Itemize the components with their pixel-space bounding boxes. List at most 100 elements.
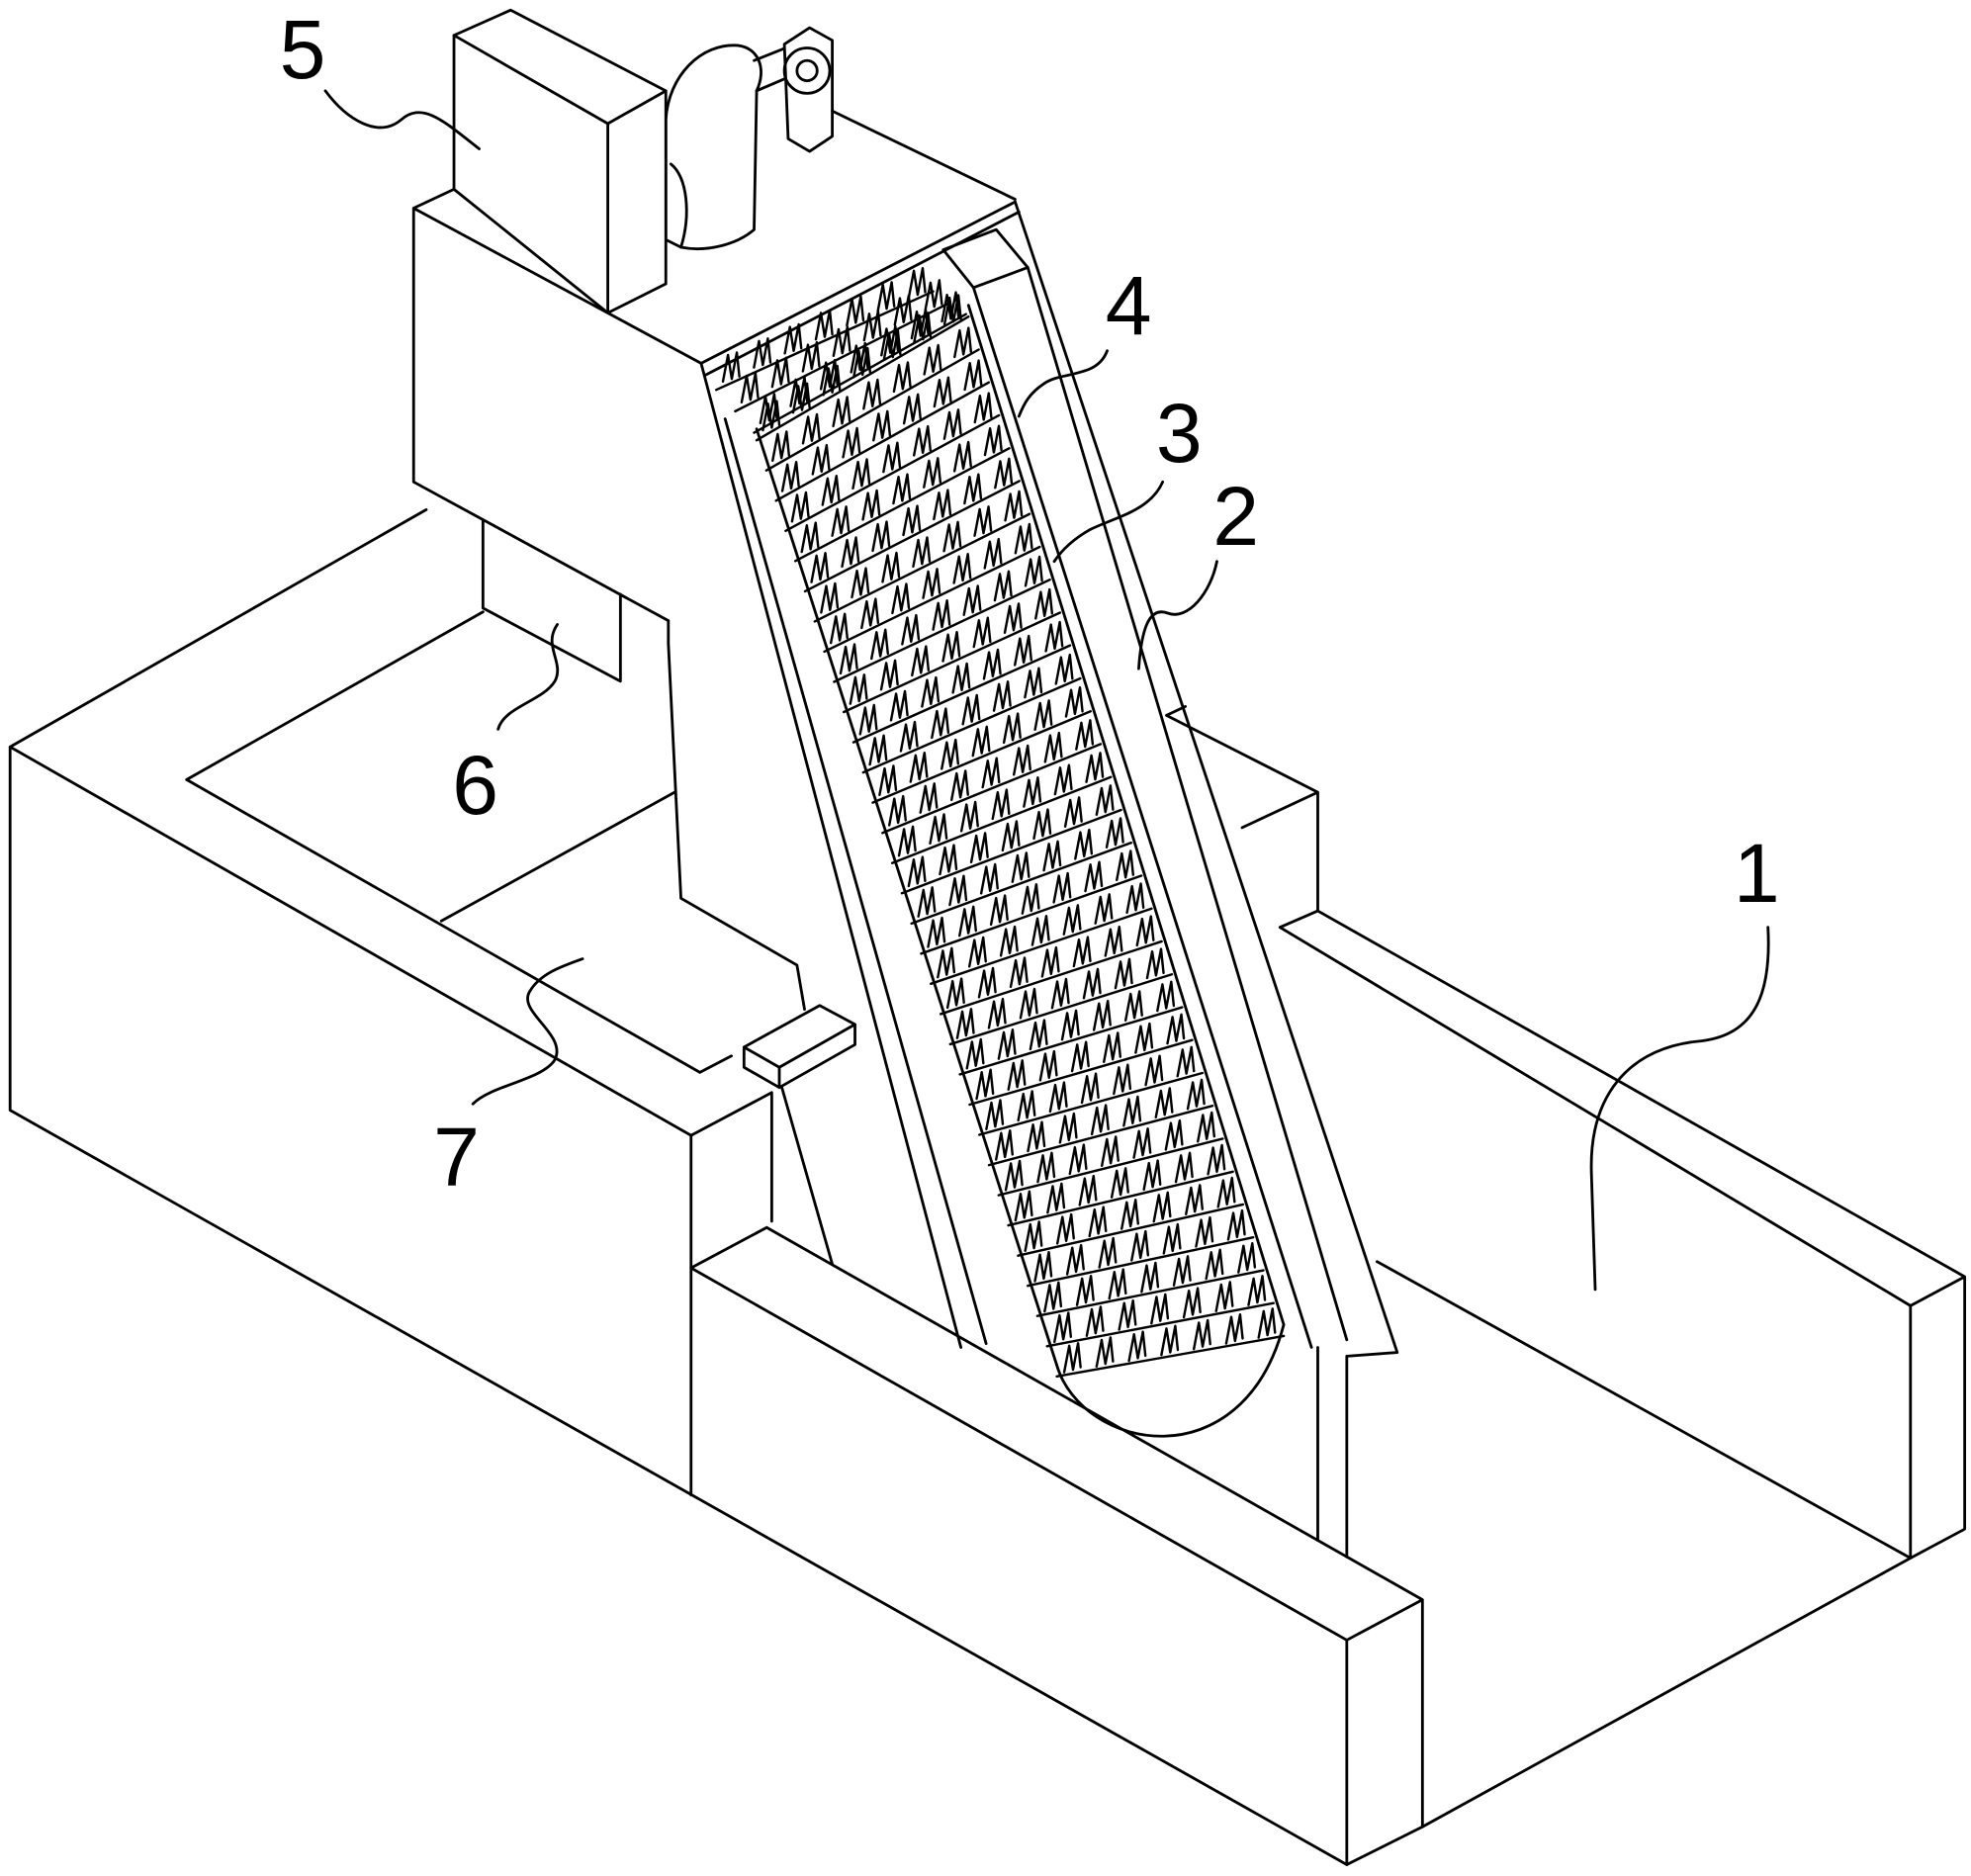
- rake-tooth: [921, 675, 941, 708]
- rake-tooth: [902, 393, 922, 425]
- rake-tooth: [1182, 1287, 1202, 1319]
- rake-row: [968, 1038, 1194, 1107]
- rake-tooth: [800, 521, 820, 554]
- rake-tooth: [790, 491, 810, 523]
- rake-tooth: [1090, 1104, 1110, 1136]
- left-base-block: [8, 507, 1349, 1866]
- rake-tooth: [939, 844, 958, 876]
- motor-box-body: [452, 8, 668, 314]
- rake-tooth: [1195, 1215, 1214, 1248]
- rake-tooth: [832, 325, 851, 357]
- rake-tooth: [1176, 1045, 1196, 1078]
- motor-box: [452, 8, 668, 314]
- rake-tooth: [770, 356, 790, 389]
- rake-tooth: [849, 673, 868, 705]
- rake-row: [871, 710, 1092, 804]
- rake-row: [910, 841, 1132, 926]
- rake-tooth: [999, 925, 1019, 957]
- rake-tooth: [971, 725, 991, 758]
- rake-row: [1027, 1236, 1255, 1288]
- rake-tooth: [965, 1037, 985, 1070]
- leader-line-4: [1017, 349, 1109, 418]
- rake-tooth: [1237, 1242, 1257, 1274]
- rake-tooth: [985, 1099, 1005, 1130]
- rake-tooth: [1132, 1127, 1152, 1159]
- rake-tooth: [1013, 634, 1032, 667]
- rake-tooth: [952, 552, 972, 584]
- rake-tooth: [1053, 763, 1073, 796]
- rake-tooth: [969, 832, 989, 864]
- rake-tooth: [1142, 1159, 1162, 1192]
- rake-tooth: [1186, 1078, 1206, 1111]
- rake-tooth: [1078, 1174, 1098, 1206]
- rake-tooth: [882, 329, 902, 361]
- rake-tooth: [1063, 796, 1083, 828]
- rake-tooth: [1068, 1143, 1088, 1176]
- rake-tooth: [989, 894, 1009, 927]
- rake-tooth: [977, 966, 997, 999]
- rake-tooth: [1257, 1307, 1277, 1339]
- rake-tooth: [907, 855, 927, 888]
- rake-tooth: [1113, 1063, 1132, 1096]
- rake-row: [1045, 1301, 1275, 1348]
- callout-label-3: 3: [1156, 387, 1203, 480]
- recess-rim: [185, 610, 733, 1074]
- rake-tooth: [1135, 915, 1155, 947]
- rake-tooth: [1024, 1220, 1043, 1252]
- rake-tooth: [919, 782, 939, 814]
- rake-tooth: [810, 552, 830, 583]
- bearing-housing: [782, 26, 834, 153]
- rake-tooth: [952, 440, 972, 473]
- rake-tooth: [1053, 1311, 1073, 1344]
- rake-tooth: [948, 874, 968, 907]
- callout-label-7: 7: [433, 1111, 480, 1204]
- rake-tooth: [861, 489, 881, 521]
- rake-tooth: [851, 567, 870, 599]
- rake-tooth: [819, 358, 839, 391]
- rake-tooth: [879, 659, 899, 691]
- rake-tooth: [941, 291, 960, 323]
- rake-tooth: [878, 764, 898, 797]
- rake-tooth: [1140, 1261, 1160, 1294]
- rake-tooth: [910, 308, 930, 340]
- rake-tooth: [1095, 784, 1115, 816]
- rake-tooth: [1224, 1312, 1244, 1345]
- rake-tooth: [1192, 1318, 1211, 1351]
- rake-tooth: [1030, 914, 1050, 946]
- rake-tooth: [1185, 1184, 1205, 1215]
- rake-tooth: [1040, 945, 1060, 978]
- rake-tooth: [899, 720, 919, 753]
- rake-tooth: [1094, 893, 1114, 925]
- rake-tooth: [842, 426, 861, 459]
- rake-tooth: [1029, 1019, 1048, 1051]
- rake-tooth: [997, 1028, 1017, 1060]
- rake-tooth: [1034, 587, 1054, 620]
- rake-tooth: [839, 643, 858, 675]
- rake-tooth: [1021, 883, 1040, 915]
- callout-label-1: 1: [1734, 827, 1780, 920]
- callout-leaders: [323, 89, 1770, 1292]
- base-block-step: [689, 1091, 773, 1223]
- rake-tooth: [1134, 1022, 1154, 1054]
- rake-row: [842, 611, 1062, 714]
- leader-line-7: [471, 957, 584, 1106]
- rake-tooth: [958, 905, 978, 938]
- rake-tooth: [771, 430, 791, 462]
- callout-label-2: 2: [1212, 470, 1259, 563]
- rake-tooth: [801, 340, 821, 373]
- leader-line-1: [1589, 926, 1770, 1292]
- rake-row: [784, 413, 1001, 533]
- rake-row: [1007, 1170, 1234, 1227]
- rake-tooth: [829, 612, 849, 645]
- rake-tooth: [991, 788, 1011, 821]
- rake-tooth: [933, 489, 952, 521]
- screen-frame-top-bar: [941, 227, 1030, 290]
- callout-label-5: 5: [280, 3, 326, 96]
- rake-tooth: [871, 520, 891, 553]
- rake-tooth: [1004, 490, 1024, 522]
- rake-tooth: [1024, 667, 1043, 699]
- rake-tooth: [941, 738, 960, 770]
- rake-tooth: [1110, 1167, 1129, 1199]
- rake-tooth: [1085, 752, 1105, 783]
